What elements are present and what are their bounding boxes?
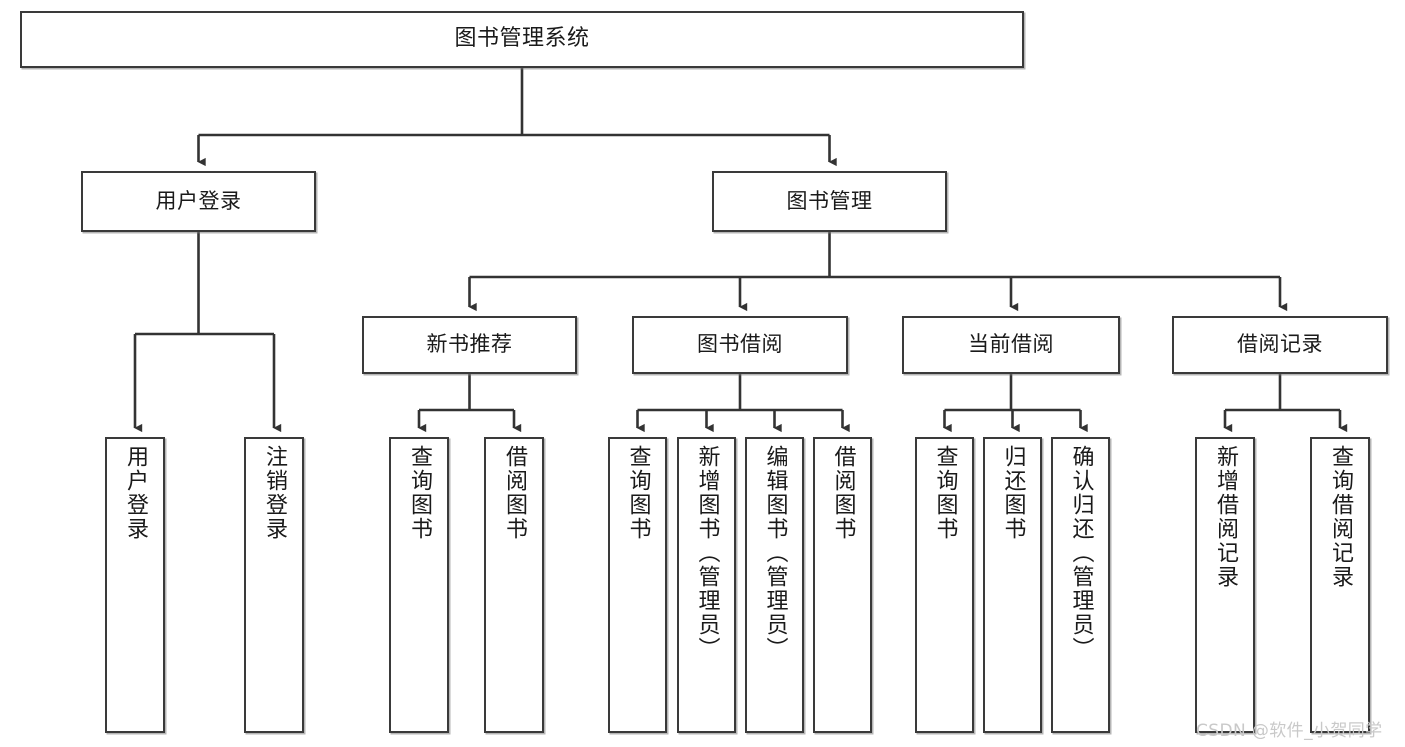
node-leaf-return-book[interactable]: 归还图书 [983, 437, 1042, 733]
node-leaf-query-record[interactable]: 查询借阅记录 [1310, 437, 1370, 733]
node-label: 注销登录 [262, 445, 287, 541]
node-leaf-query-book-2[interactable]: 查询图书 [608, 437, 667, 733]
node-book-manage[interactable]: 图书管理 [712, 171, 947, 232]
node-label: 图书管理系统 [454, 26, 590, 52]
node-label: 借阅图书 [502, 445, 527, 541]
node-label: 借阅图书 [830, 445, 856, 541]
node-label: 查询图书 [932, 445, 958, 541]
node-leaf-logout[interactable]: 注销登录 [244, 437, 304, 733]
node-leaf-add-record[interactable]: 新增借阅记录 [1195, 437, 1255, 733]
node-leaf-query-book-3[interactable]: 查询图书 [915, 437, 974, 733]
node-borrow-record[interactable]: 借阅记录 [1172, 316, 1388, 374]
node-leaf-borrow-book-2[interactable]: 借阅图书 [813, 437, 872, 733]
node-label: 新增图书（管理员） [694, 445, 720, 661]
node-current-borrow[interactable]: 当前借阅 [902, 316, 1120, 374]
node-label: 查询图书 [407, 445, 432, 541]
node-leaf-borrow-book-1[interactable]: 借阅图书 [484, 437, 544, 733]
node-leaf-confirm-return[interactable]: 确认归还（管理员） [1051, 437, 1110, 733]
node-label: 图书管理 [786, 188, 873, 213]
node-label: 当前借阅 [968, 332, 1054, 357]
node-label: 编辑图书（管理员） [762, 445, 788, 661]
node-label: 用户登录 [123, 445, 148, 541]
node-new-book-recommend[interactable]: 新书推荐 [362, 316, 577, 374]
node-root-system[interactable]: 图书管理系统 [20, 11, 1024, 68]
csdn-watermark: CSDN @软件_小贺同学 [1196, 721, 1383, 741]
node-user-login[interactable]: 用户登录 [81, 171, 316, 232]
node-book-borrow[interactable]: 图书借阅 [632, 316, 848, 374]
node-leaf-user-login[interactable]: 用户登录 [105, 437, 165, 733]
node-label: 用户登录 [155, 188, 242, 213]
node-label: 新增借阅记录 [1213, 445, 1238, 589]
node-leaf-edit-book[interactable]: 编辑图书（管理员） [745, 437, 804, 733]
node-leaf-add-book[interactable]: 新增图书（管理员） [677, 437, 736, 733]
node-label: 图书借阅 [697, 332, 783, 357]
node-label: 归还图书 [1000, 445, 1026, 541]
node-label: 查询图书 [625, 445, 651, 541]
node-label: 新书推荐 [426, 332, 513, 357]
node-label: 借阅记录 [1237, 332, 1323, 357]
node-label: 确认归还（管理员） [1068, 445, 1094, 661]
node-leaf-query-book-1[interactable]: 查询图书 [389, 437, 449, 733]
node-label: 查询借阅记录 [1328, 445, 1353, 589]
